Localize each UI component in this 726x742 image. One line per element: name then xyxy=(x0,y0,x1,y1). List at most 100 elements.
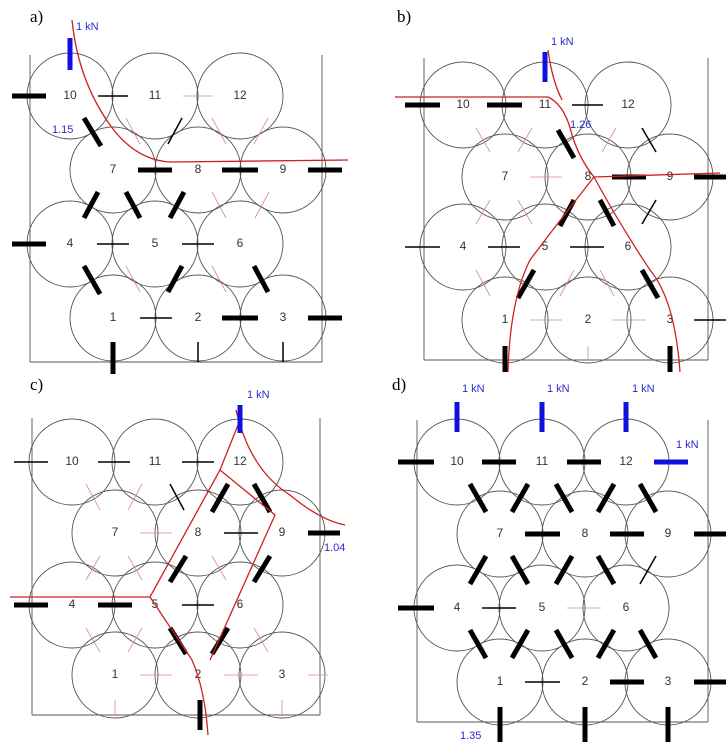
contact-force xyxy=(467,554,489,586)
particle-label: 10 xyxy=(450,454,464,468)
load-label: 1 kN xyxy=(547,383,570,395)
particle-label: 9 xyxy=(279,525,286,539)
force-value-label: 1.26 xyxy=(570,119,591,131)
particle-label: 6 xyxy=(237,597,244,611)
force-chain-path xyxy=(235,409,346,526)
particle-label: 1 xyxy=(502,312,509,326)
contact-force xyxy=(211,265,227,293)
contact-force xyxy=(254,191,270,219)
contact-force xyxy=(211,191,227,219)
contact-force xyxy=(509,482,531,514)
particle-label: 11 xyxy=(539,97,552,111)
contact-force xyxy=(253,117,269,145)
particle-label: 7 xyxy=(112,525,119,539)
particle-label: 6 xyxy=(625,239,632,253)
force-chain-path xyxy=(71,19,349,163)
contact-force xyxy=(167,554,189,584)
force-value-label: 1.35 xyxy=(460,730,481,742)
particle-label: 11 xyxy=(149,88,162,102)
particle-label: 5 xyxy=(539,600,546,614)
panel-b-label: b) xyxy=(397,7,411,26)
force-chain-path xyxy=(209,469,276,661)
particle-label: 8 xyxy=(582,526,589,540)
contact-force xyxy=(123,190,143,220)
particle-label: 11 xyxy=(149,454,162,468)
particle-label: 6 xyxy=(623,600,630,614)
particle-label: 8 xyxy=(585,169,592,183)
contact-force xyxy=(637,628,659,660)
contact-force xyxy=(555,128,577,160)
particle-label: 1 xyxy=(110,310,117,324)
contact-force xyxy=(553,628,575,660)
contact-force xyxy=(167,117,183,145)
contact-force xyxy=(467,482,489,514)
contact-force xyxy=(127,627,143,653)
particle-label: 4 xyxy=(454,600,461,614)
particle-label: 1 xyxy=(112,667,119,681)
particle-label: 5 xyxy=(542,239,549,253)
panel-c-label: c) xyxy=(30,375,43,394)
particle-label: 3 xyxy=(280,310,287,324)
contact-force xyxy=(641,127,657,153)
force-value-label: 1.04 xyxy=(324,542,345,554)
particle-label: 9 xyxy=(280,162,287,176)
contact-force xyxy=(251,482,273,514)
contact-force xyxy=(595,628,617,660)
panel-a: a) 1 2 3 4 5 6 7 8 9 10 11 12 xyxy=(12,7,349,374)
contact-force xyxy=(515,268,537,300)
contact-force xyxy=(127,555,143,581)
contact-force xyxy=(553,554,575,586)
contact-force xyxy=(517,127,533,153)
particle-label: 2 xyxy=(195,310,202,324)
contact-force xyxy=(601,127,617,153)
load-label: 1 kN xyxy=(462,383,485,395)
contact-force xyxy=(597,198,617,228)
contact-force xyxy=(559,269,575,297)
particle-label: 10 xyxy=(63,88,77,102)
contact-force xyxy=(475,127,491,153)
panel-d: d) 1 2 3 4 5 6 7 8 9 10 11 12 xyxy=(392,375,726,742)
contact-force xyxy=(509,628,531,660)
particle-label: 7 xyxy=(110,162,117,176)
particle-label: 3 xyxy=(667,312,674,326)
contact-force xyxy=(251,554,273,584)
particle-label: 4 xyxy=(67,236,74,250)
particle-label: 3 xyxy=(665,674,672,688)
force-chain-path xyxy=(395,96,721,178)
particle-label: 2 xyxy=(195,667,202,681)
contact-force xyxy=(125,265,141,293)
particle-label: 10 xyxy=(456,97,470,111)
particle-label: 8 xyxy=(195,525,202,539)
force-chain-path xyxy=(593,176,681,373)
load-label: 1 kN xyxy=(551,36,574,48)
particle-label: 1 xyxy=(497,674,504,688)
contact-force xyxy=(81,264,103,296)
contact-force xyxy=(637,482,659,514)
contact-force xyxy=(595,482,617,514)
contact-force xyxy=(125,117,141,145)
load-label: 1 kN xyxy=(632,383,655,395)
force-chain-path xyxy=(547,49,563,101)
contact-force xyxy=(553,482,575,514)
force-chain-path xyxy=(149,596,209,736)
contact-force xyxy=(165,264,185,294)
particle-label: 10 xyxy=(65,454,79,468)
contact-force xyxy=(599,269,615,297)
contact-force xyxy=(517,199,533,225)
particle-label: 11 xyxy=(536,454,549,468)
contact-force xyxy=(251,264,271,294)
contact-force xyxy=(169,483,185,511)
contact-force xyxy=(211,555,227,581)
contact-force xyxy=(253,627,269,653)
panel-a-label: a) xyxy=(30,7,43,26)
particle-label: 6 xyxy=(237,236,244,250)
particle-label: 9 xyxy=(667,169,674,183)
contact-force xyxy=(167,626,189,656)
contact-force xyxy=(211,117,227,145)
panel-c: c) 1 2 3 4 5 6 7 8 9 10 11 12 xyxy=(10,375,346,736)
contact-force xyxy=(81,190,101,220)
particle-label: 4 xyxy=(460,239,467,253)
particle-label: 2 xyxy=(582,674,589,688)
particle-label: 8 xyxy=(195,162,202,176)
